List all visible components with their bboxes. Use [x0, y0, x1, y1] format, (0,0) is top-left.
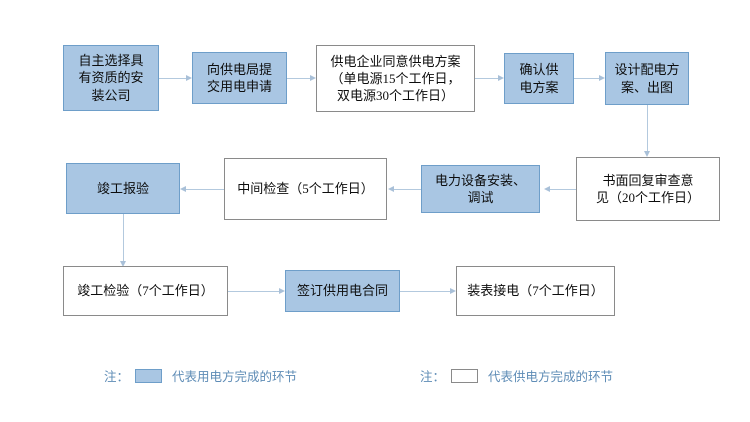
- arrowhead-n2-n3: [310, 74, 316, 81]
- connector-n11-n12: [400, 291, 453, 292]
- node-text-line: 电方案: [519, 79, 559, 95]
- node-written-review-reply[interactable]: 书面回复审查意 见（20个工作日）: [576, 157, 720, 221]
- connector-n9-n10: [123, 214, 124, 264]
- arrowhead-n4-n5: [599, 74, 605, 81]
- node-text-line: 有资质的安: [78, 70, 144, 86]
- node-install-meter-connect-power[interactable]: 装表接电（7个工作日）: [456, 266, 615, 316]
- node-completion-acceptance[interactable]: 竣工检验（7个工作日）: [63, 266, 228, 316]
- legend-note-label: 注：: [420, 370, 446, 384]
- arrowhead-n3-n4: [498, 74, 504, 81]
- node-text-line: 装公司: [91, 87, 131, 103]
- connector-n2-n3: [287, 78, 313, 79]
- node-text-line: 竣工检验（7个工作日）: [77, 283, 214, 299]
- legend-swatch-utility: [451, 368, 479, 383]
- node-text-line: 向供电局提: [206, 61, 272, 77]
- arrowhead-n8-n9: [180, 185, 186, 192]
- arrowhead-n6-n7: [544, 185, 550, 192]
- node-text-line: 双电源30个工作日）: [336, 88, 454, 104]
- connector-n5-n6: [647, 105, 648, 153]
- node-text-line: 见（20个工作日）: [595, 190, 700, 205]
- arrowhead-n11-n12: [450, 287, 456, 294]
- connector-n8-n9: [183, 189, 224, 190]
- connector-n4-n5: [574, 78, 602, 79]
- node-text-line: 签订供用电合同: [296, 283, 388, 299]
- legend-note-label: 注：: [104, 370, 130, 384]
- arrowhead-n9-n10: [119, 261, 126, 267]
- node-confirm-plan[interactable]: 确认供 电方案: [504, 53, 574, 104]
- arrowhead-n7-n8: [388, 185, 394, 192]
- node-completion-report[interactable]: 竣工报验: [66, 163, 180, 214]
- node-utility-approves-plan[interactable]: 供电企业同意供电方案 （单电源15个工作日， 双电源30个工作日）: [316, 45, 475, 112]
- node-submit-application[interactable]: 向供电局提 交用电申请: [192, 52, 287, 104]
- node-equipment-install-commission[interactable]: 电力设备安装、 调试: [421, 165, 540, 213]
- node-text-line: 装表接电（7个工作日）: [467, 283, 604, 299]
- connector-n10-n11: [228, 291, 282, 292]
- arrowhead-n10-n11: [279, 287, 285, 294]
- node-text-line: 确认供: [519, 62, 559, 78]
- node-text-line: 案、出图: [620, 79, 673, 95]
- arrowhead-n1-n2: [186, 74, 192, 81]
- connector-n1-n2: [159, 78, 189, 79]
- connector-n3-n4: [475, 78, 501, 79]
- legend-utility: 注： 代表供电方完成的环节: [420, 366, 613, 385]
- node-text-line: 供电企业同意供电方案: [330, 53, 461, 69]
- arrowhead-n5-n6: [643, 151, 650, 157]
- node-text-line: 竣工报验: [96, 180, 149, 196]
- node-design-distribution-plan[interactable]: 设计配电方 案、出图: [605, 52, 689, 105]
- legend-meaning-utility: 代表供电方完成的环节: [488, 370, 614, 384]
- connector-n6-n7: [547, 189, 576, 190]
- node-text-line: 书面回复审查意: [602, 172, 694, 188]
- node-self-select-installer[interactable]: 自主选择具 有资质的安 装公司: [63, 45, 159, 111]
- legend-meaning-customer: 代表用电方完成的环节: [172, 370, 298, 384]
- legend-customer: 注： 代表用电方完成的环节: [104, 366, 297, 385]
- node-text-line: （单电源15个工作日，: [330, 70, 461, 86]
- node-text-line: 设计配电方: [614, 62, 680, 78]
- node-text-line: 电力设备安装、: [434, 172, 526, 188]
- node-text-line: 交用电申请: [206, 79, 272, 94]
- node-text-line: 中间检查（5个工作日）: [237, 181, 374, 197]
- node-intermediate-inspection[interactable]: 中间检查（5个工作日）: [224, 158, 387, 220]
- node-text-line: 自主选择具: [78, 53, 144, 69]
- node-text-line: 调试: [467, 190, 494, 205]
- node-sign-supply-contract[interactable]: 签订供用电合同: [285, 270, 400, 312]
- legend-swatch-customer: [135, 368, 163, 383]
- connector-n7-n8: [391, 189, 421, 190]
